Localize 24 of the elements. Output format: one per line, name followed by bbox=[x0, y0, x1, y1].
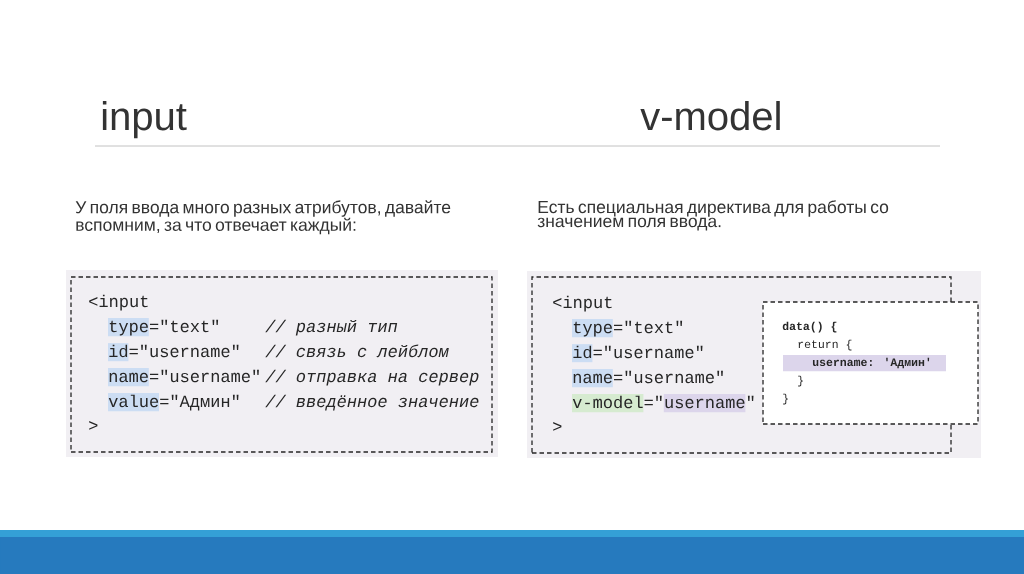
code-line: <input bbox=[553, 295, 612, 312]
heading: input bbox=[102, 101, 187, 139]
code-line: > bbox=[553, 422, 562, 431]
code-line: data() { bbox=[782, 321, 837, 333]
code-line: } bbox=[798, 375, 803, 387]
code-line: name="username" bbox=[572, 369, 723, 388]
code-line: <input bbox=[89, 294, 148, 311]
code-comment: // разный тип bbox=[265, 319, 398, 336]
code-line: id="username" bbox=[572, 344, 703, 363]
code-line: type="text" bbox=[572, 319, 683, 338]
code-line: return { bbox=[798, 339, 852, 351]
code-line: > bbox=[89, 421, 98, 430]
code-line: } bbox=[783, 393, 788, 405]
code-comment: // отправка на сервер bbox=[265, 369, 479, 386]
code-line: name="username" bbox=[108, 368, 259, 387]
code-line: value="Админ" bbox=[108, 393, 239, 412]
paragraph: Есть специальная директива для работы со значением поля ввода. bbox=[537, 200, 889, 231]
code-comment: // введённое значение bbox=[265, 394, 479, 411]
code-line: type="text" bbox=[108, 318, 219, 337]
code-comment: // связь с лейблом bbox=[265, 344, 449, 358]
paragraph: У поля ввода много разных атрибутов, давайте вспомним, за что отвечает каждый: bbox=[75, 200, 451, 235]
code-line: id="username" bbox=[108, 343, 239, 362]
heading: v-model bbox=[640, 101, 780, 131]
code-line: v-model="username" bbox=[572, 394, 754, 413]
